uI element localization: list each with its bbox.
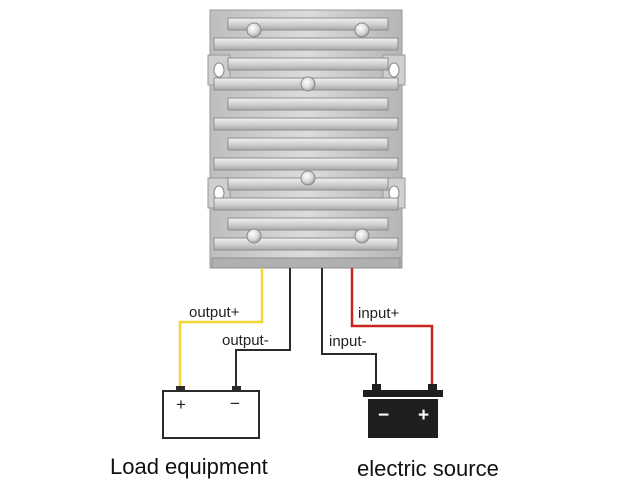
output-positive-label: output+ <box>189 304 240 321</box>
wires <box>178 268 434 390</box>
input-positive-wire <box>350 268 434 388</box>
source-caption: electric source <box>357 456 499 480</box>
heatsink-screws <box>246 22 370 244</box>
heatsink-fins <box>213 17 399 251</box>
source-minus-sign: − <box>378 405 389 426</box>
input-negative-wire <box>321 268 377 388</box>
load-caption: Load equipment <box>110 454 268 479</box>
load-box-icon <box>162 386 260 439</box>
input-negative-label: input- <box>329 333 367 350</box>
output-negative-wire <box>235 268 291 390</box>
output-positive-wire <box>178 268 264 390</box>
input-positive-label: input+ <box>358 305 400 322</box>
battery-icon <box>363 384 443 438</box>
source-plus-sign: + <box>418 405 429 426</box>
converter-heatsink-icon <box>207 9 406 269</box>
output-negative-label: output- <box>222 332 269 349</box>
load-plus-sign: + <box>176 395 186 414</box>
load-minus-sign: − <box>230 394 240 413</box>
